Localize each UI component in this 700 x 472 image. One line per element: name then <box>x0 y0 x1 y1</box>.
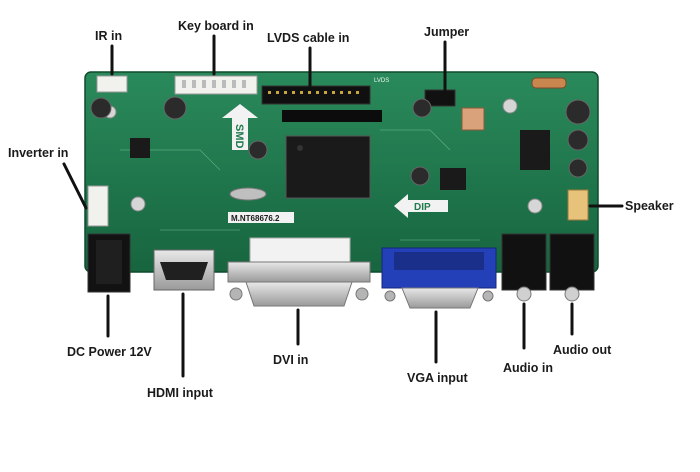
label-audio-in: Audio in <box>503 361 553 375</box>
label-jumper: Jumper <box>424 25 470 39</box>
jumper-block <box>424 89 485 131</box>
leader-lines <box>62 34 624 378</box>
label-lvds-cable-in: LVDS cable in <box>267 31 350 45</box>
inverter-connector <box>87 185 109 227</box>
hdmi-port <box>153 249 215 291</box>
speaker-connector <box>567 189 589 221</box>
capacitors <box>90 77 591 186</box>
dip-text: DIP <box>414 202 431 213</box>
leader-inverter <box>62 162 88 210</box>
vga-port <box>381 247 497 309</box>
lvds-silk-text: LVDS <box>374 78 389 84</box>
keyboard-connector <box>174 75 258 95</box>
smd-arrow: SMD <box>222 104 258 150</box>
label-vga-input: VGA input <box>407 371 468 385</box>
label-inverter-in: Inverter in <box>8 146 69 160</box>
dip-arrow: DIP <box>394 194 448 218</box>
lvds-connector: LVDS <box>261 78 389 122</box>
label-dvi-in: DVI in <box>273 353 309 367</box>
dvi-port <box>227 237 371 307</box>
label-keyboard-in: Key board in <box>178 19 254 33</box>
label-hdmi-input: HDMI input <box>147 386 213 400</box>
model-text: M.NT68676.2 <box>231 214 280 223</box>
label-speaker: Speaker <box>625 199 674 213</box>
label-dc-power: DC Power 12V <box>67 345 152 359</box>
main-chip <box>130 130 550 201</box>
label-ir-in: IR in <box>95 29 123 43</box>
audio-jacks <box>501 233 595 302</box>
dc-power-jack <box>87 233 131 293</box>
smd-text: SMD <box>233 124 245 149</box>
label-audio-out: Audio out <box>553 343 612 357</box>
model-label: M.NT68676.2 <box>228 212 294 223</box>
ir-connector <box>96 75 128 93</box>
